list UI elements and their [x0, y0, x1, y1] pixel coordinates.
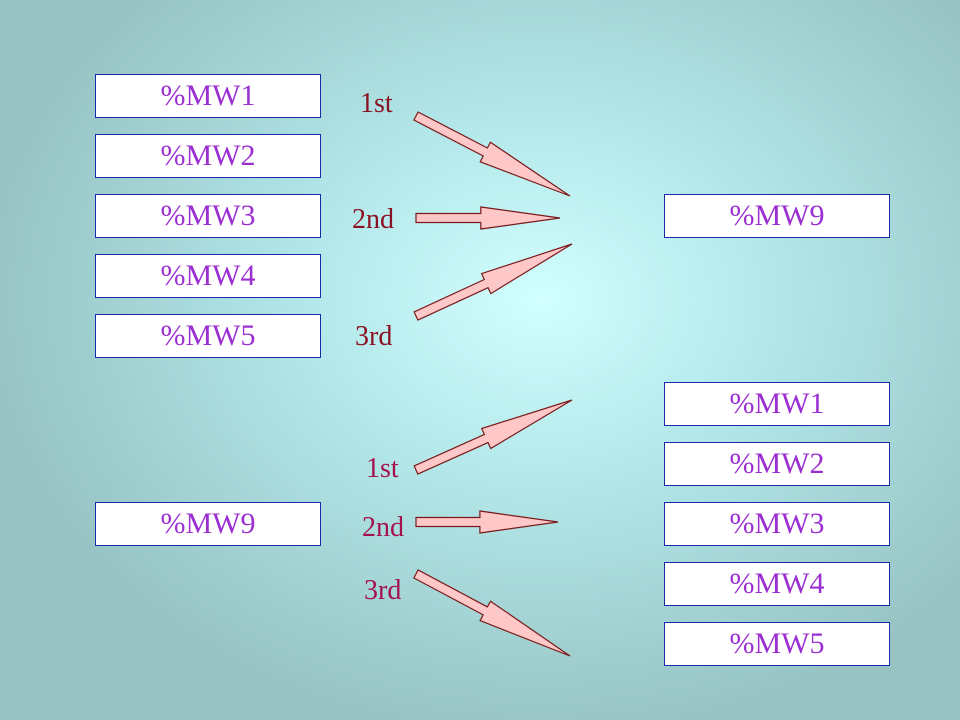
top-source-box-2: %MW2 [95, 134, 321, 178]
bottom-label-3rd: 3rd [364, 575, 402, 606]
arrow-bottom-1st [413, 399, 573, 475]
top-label-3rd: 3rd [355, 321, 393, 352]
top-target-box: %MW9 [664, 194, 890, 238]
bottom-target-box-1: %MW1 [664, 382, 890, 426]
top-source-box-5: %MW5 [95, 314, 321, 358]
top-source-box-1: %MW1 [95, 74, 321, 118]
top-source-box-4: %MW4 [95, 254, 321, 298]
arrow-top-1st [413, 111, 571, 197]
bottom-label-2nd: 2nd [362, 512, 404, 543]
bottom-target-box-2: %MW2 [664, 442, 890, 486]
top-source-box-3: %MW3 [95, 194, 321, 238]
arrow-bottom-2nd [415, 510, 559, 534]
arrow-bottom-3rd [413, 569, 571, 657]
top-label-1st: 1st [360, 88, 393, 119]
arrow-top-2nd [415, 206, 561, 230]
top-label-2nd: 2nd [352, 204, 394, 235]
bottom-target-box-5: %MW5 [664, 622, 890, 666]
arrow-top-3rd [413, 243, 573, 321]
bottom-label-1st: 1st [366, 453, 399, 484]
bottom-target-box-3: %MW3 [664, 502, 890, 546]
bottom-target-box-4: %MW4 [664, 562, 890, 606]
bottom-source-box: %MW9 [95, 502, 321, 546]
